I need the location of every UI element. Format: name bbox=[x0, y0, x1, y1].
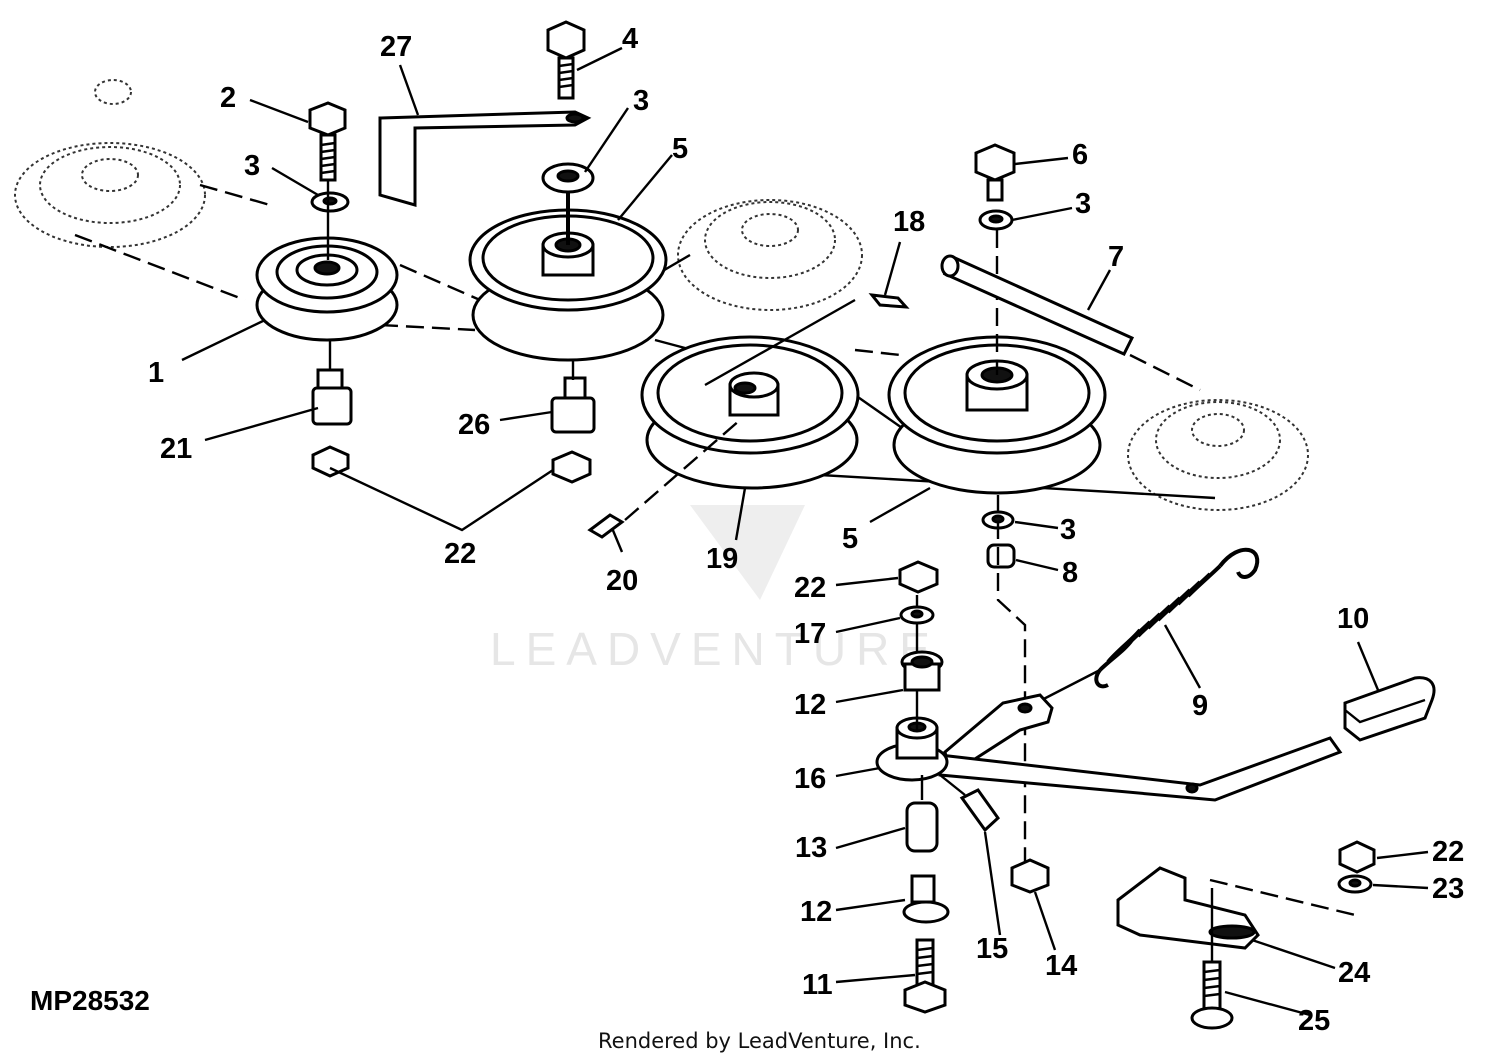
washer-23 bbox=[1337, 874, 1373, 894]
callout-19: 19 bbox=[706, 543, 738, 575]
washer-3-center bbox=[541, 162, 595, 194]
bolt-4 bbox=[546, 20, 586, 100]
grease-fitting-20 bbox=[587, 513, 625, 539]
bolt-6 bbox=[974, 143, 1016, 202]
bushing-8 bbox=[986, 543, 1016, 569]
callout-labels: 1 2 3 3 3 3 4 5 5 6 7 8 9 10 11 12 12 13… bbox=[148, 23, 1464, 1037]
spacer-26 bbox=[550, 376, 596, 434]
nut-14 bbox=[1010, 858, 1050, 894]
callout-25: 25 bbox=[1298, 1005, 1330, 1037]
callout-8: 8 bbox=[1062, 557, 1078, 589]
callout-11: 11 bbox=[802, 969, 833, 1001]
callout-7: 7 bbox=[1108, 241, 1124, 273]
watermark-logo-mark bbox=[690, 505, 805, 600]
shaft-7 bbox=[940, 254, 1135, 356]
washer-17 bbox=[899, 605, 935, 625]
callout-22-left: 22 bbox=[444, 538, 476, 570]
callout-22-right: 22 bbox=[1432, 836, 1464, 868]
render-credit: Rendered by LeadVenture, Inc. bbox=[598, 1029, 921, 1053]
callout-12-bottom: 12 bbox=[800, 896, 832, 928]
callout-18: 18 bbox=[893, 206, 925, 238]
callout-3-left: 3 bbox=[244, 150, 260, 182]
grease-fitting-15 bbox=[939, 774, 1000, 833]
nut-22-left bbox=[311, 445, 350, 478]
callout-6: 6 bbox=[1072, 139, 1088, 171]
callout-3-lower: 3 bbox=[1060, 514, 1076, 546]
bushing-12-bottom bbox=[902, 874, 950, 924]
centerline-8-14 bbox=[996, 495, 1027, 875]
bolt-11 bbox=[903, 938, 947, 1014]
callout-27: 27 bbox=[380, 31, 412, 63]
bolt-25 bbox=[1190, 960, 1234, 1030]
centerline-18 bbox=[704, 298, 856, 387]
callout-1: 1 bbox=[148, 357, 164, 389]
ghost-pulley-right bbox=[1127, 399, 1309, 511]
idler-pulley-1 bbox=[255, 236, 399, 342]
callout-leaders bbox=[181, 46, 1429, 1017]
key-18 bbox=[868, 293, 910, 309]
ghost-pulley-left bbox=[14, 79, 206, 248]
centerline-24 bbox=[1209, 878, 1356, 917]
bracket-24 bbox=[1116, 866, 1260, 950]
callout-10: 10 bbox=[1337, 603, 1369, 635]
pulley-5-top bbox=[468, 208, 668, 362]
pulley-5-lower bbox=[887, 335, 1107, 495]
watermark-text: LEADVENTURE bbox=[490, 623, 940, 675]
pulley-19 bbox=[640, 335, 860, 490]
callout-4: 4 bbox=[622, 23, 638, 55]
spacer-13 bbox=[905, 801, 939, 853]
figure-id: MP28532 bbox=[30, 985, 150, 1016]
nut-22-right bbox=[1338, 840, 1376, 874]
callout-3-center: 3 bbox=[633, 85, 649, 117]
callout-9: 9 bbox=[1192, 690, 1208, 722]
bolt-2 bbox=[308, 101, 347, 182]
nut-22-stack bbox=[898, 560, 939, 594]
callout-24: 24 bbox=[1338, 957, 1370, 989]
callout-3-right: 3 bbox=[1075, 188, 1091, 220]
leadventure-watermark: LEADVENTURE bbox=[490, 505, 940, 675]
callout-17: 17 bbox=[794, 618, 826, 650]
callout-14: 14 bbox=[1045, 950, 1077, 982]
callout-21: 21 bbox=[160, 433, 192, 465]
washer-3-right bbox=[978, 209, 1014, 231]
callout-20: 20 bbox=[606, 565, 638, 597]
bracket-27 bbox=[378, 110, 592, 207]
callout-5-top: 5 bbox=[672, 133, 688, 165]
callout-16: 16 bbox=[794, 763, 826, 795]
ghost-pulley-center bbox=[677, 199, 863, 311]
nut-22-center bbox=[551, 450, 592, 484]
callout-22-stack: 22 bbox=[794, 572, 826, 604]
idler-arm-16 bbox=[875, 693, 1343, 802]
callout-15: 15 bbox=[976, 933, 1008, 965]
spacer-21 bbox=[311, 368, 353, 426]
callout-2: 2 bbox=[220, 82, 236, 114]
callout-5-lower: 5 bbox=[842, 523, 858, 555]
callout-12-top: 12 bbox=[794, 689, 826, 721]
callout-23: 23 bbox=[1432, 873, 1464, 905]
bushing-12-top bbox=[900, 650, 944, 692]
callout-26: 26 bbox=[458, 409, 490, 441]
washer-3-left bbox=[310, 191, 350, 213]
callout-13: 13 bbox=[795, 832, 827, 864]
handle-grip-10 bbox=[1343, 676, 1436, 742]
